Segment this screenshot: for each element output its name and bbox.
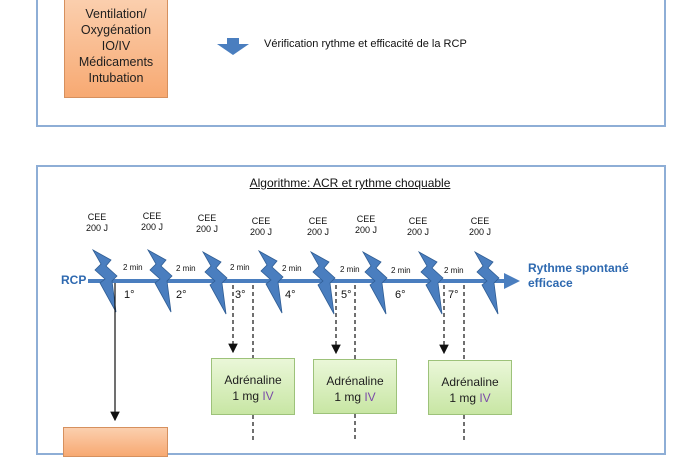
lightning-icon: [309, 250, 336, 315]
interval-label: 2 min: [391, 266, 411, 275]
ventilation-box: Ventilation/ Oxygénation IO/IV Médicamen…: [64, 0, 168, 98]
down-arrow-icon: [217, 38, 249, 55]
lightning-icon: [201, 250, 228, 315]
lightning-icon: [361, 250, 388, 315]
lightning-icon: [417, 250, 444, 315]
adrenaline-box: Adrénaline 1 mg IV: [428, 360, 512, 415]
algorithm-title: Algorithme: ACR et rythme choquable: [249, 176, 451, 190]
cycle-number: 4°: [285, 289, 296, 301]
interval-label: 2 min: [123, 263, 143, 272]
outcome-line: efficace: [528, 276, 573, 290]
ventilation-line: Ventilation/: [85, 7, 147, 21]
cycle-number: 2°: [176, 289, 187, 301]
cycle-number: 6°: [395, 289, 406, 301]
lightning-icon: [91, 248, 118, 313]
interval-label: 2 min: [444, 266, 464, 275]
next-step-box: [63, 427, 168, 457]
algorithm-diagram: [88, 38, 520, 441]
cycle-number: 7°: [448, 289, 459, 301]
interval-label: 2 min: [340, 265, 360, 274]
interval-label: 2 min: [282, 264, 302, 273]
ventilation-line: Médicaments: [78, 55, 154, 69]
cycle-number: 3°: [235, 289, 246, 301]
cycle-number: 5°: [341, 289, 352, 301]
cycle-number: 1°: [124, 289, 135, 301]
lightning-icon: [257, 249, 284, 314]
outcome-line: Rythme spontané: [528, 261, 629, 275]
ventilation-line: Oxygénation: [80, 23, 152, 37]
interval-label: 2 min: [176, 264, 196, 273]
adrenaline-box: Adrénaline 1 mg IV: [211, 358, 295, 415]
ventilation-line: Intubation: [88, 71, 144, 85]
interval-label: 2 min: [230, 263, 250, 272]
timeline-arrowhead-icon: [504, 273, 520, 289]
ventilation-line: IO/IV: [101, 39, 131, 53]
lightning-icon: [473, 250, 500, 315]
rcp-label: RCP: [61, 273, 87, 287]
verification-text: Vérification rythme et efficacité de la …: [264, 38, 467, 50]
lightning-icon: [146, 248, 173, 313]
adrenaline-box: Adrénaline 1 mg IV: [313, 359, 397, 414]
outcome-label: Rythme spontané efficace: [528, 261, 629, 291]
